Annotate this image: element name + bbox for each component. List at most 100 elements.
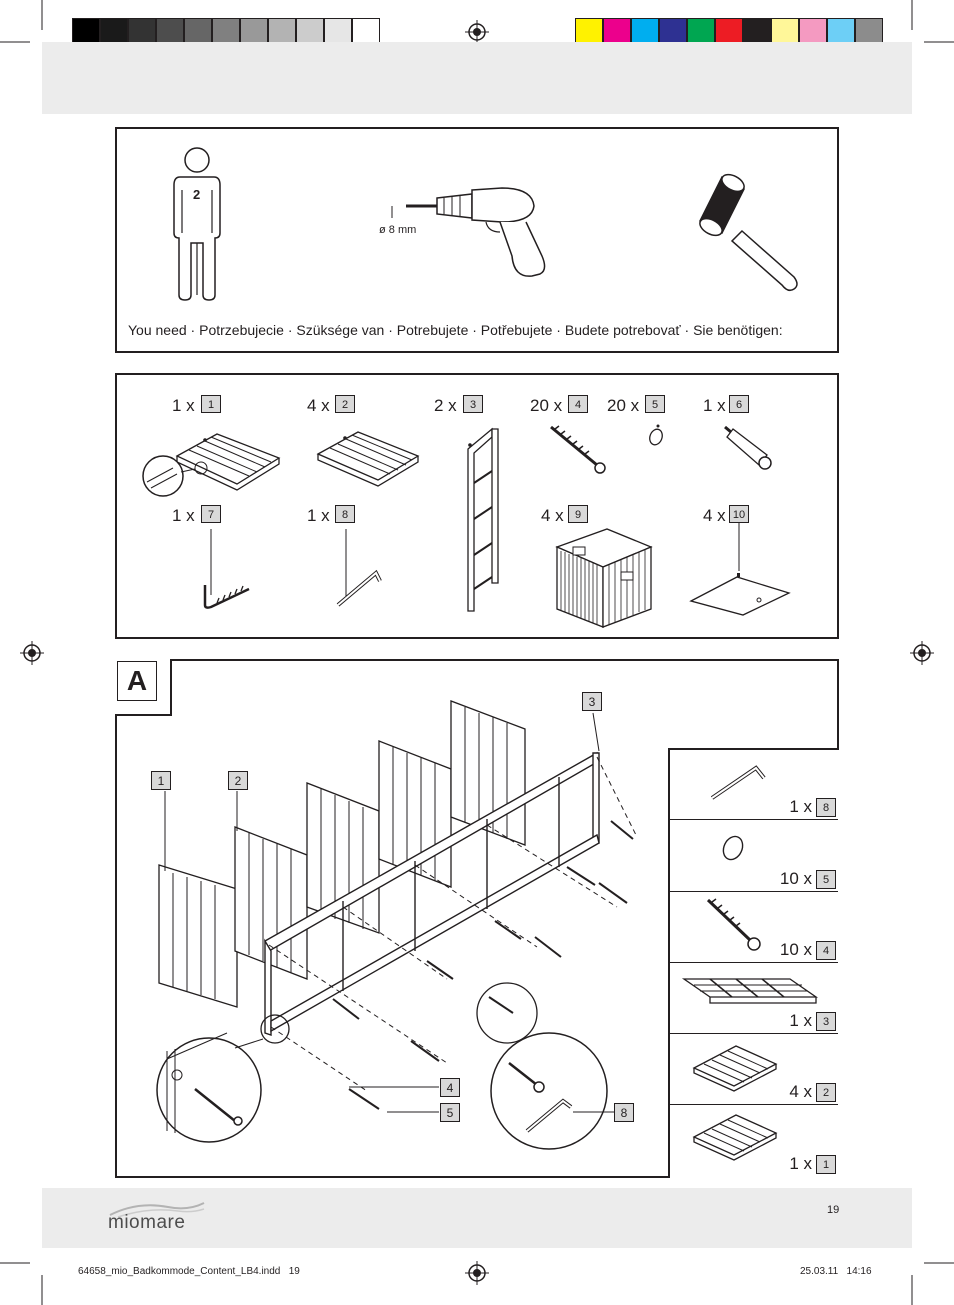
- list-qty: 1 x: [789, 1154, 812, 1173]
- list-part-number: 5: [816, 870, 836, 889]
- part-5-number: 5: [645, 395, 665, 413]
- drill-icon: [391, 187, 546, 277]
- date-time: 25.03.11 14:16: [800, 1266, 872, 1277]
- drill-bit-label: ø 8 mm: [379, 224, 417, 236]
- file-info: 64658_mio_Badkommode_Content_LB4.indd 19: [78, 1266, 300, 1277]
- part-1-number: 1: [201, 395, 221, 413]
- part-6-number: 6: [729, 395, 749, 413]
- step-letter-badge: [115, 659, 172, 716]
- screw-cap-icon: [722, 835, 744, 861]
- hook-screw-part-icon: [203, 529, 250, 609]
- part-8-qty: 1 x: [307, 506, 330, 525]
- footer-band: [42, 1188, 912, 1248]
- part-1-qty: 1 x: [172, 396, 195, 415]
- callout-2: 2: [228, 771, 248, 790]
- list-item-side-frame: 1 x 3: [668, 963, 838, 1034]
- part-8-number: 8: [335, 505, 355, 523]
- side-frame-icon: [681, 978, 819, 1004]
- allen-key-part-icon: [336, 529, 382, 607]
- registration-mark-top-icon: [465, 20, 489, 44]
- callout-8: 8: [614, 1103, 634, 1122]
- part-10-qty: 4 x: [703, 506, 726, 525]
- step-a-panel: A 1 2 3 4 5 8: [115, 659, 839, 1178]
- part-2-qty: 4 x: [307, 396, 330, 415]
- registration-mark-right-icon: [910, 641, 934, 665]
- list-qty: 4 x: [789, 1082, 812, 1101]
- registration-mark-left-icon: [20, 641, 44, 665]
- storage-basket-part-icon: [555, 528, 653, 628]
- part-10-number: 10: [729, 505, 749, 523]
- color-swatch: [184, 18, 212, 46]
- color-swatch: [240, 18, 268, 46]
- color-swatch: [324, 18, 352, 46]
- list-item-screw-cap: 10 x 5: [668, 820, 838, 892]
- page-number: 19: [827, 1204, 840, 1216]
- list-qty: 1 x: [789, 1011, 812, 1030]
- list-part-number: 2: [816, 1083, 836, 1102]
- tools-panel: 2 ø 8 mm You need · Potrzebujecie · Szük…: [115, 127, 839, 353]
- part-9-qty: 4 x: [541, 506, 564, 525]
- color-swatch: [687, 18, 715, 46]
- hammer-icon: [699, 173, 798, 292]
- part-3-qty: 2 x: [434, 396, 457, 415]
- list-qty: 10 x: [779, 869, 812, 888]
- bottom-shelf-icon: [692, 1114, 778, 1161]
- cover-plate-part-icon: [689, 523, 791, 616]
- color-swatch: [855, 18, 883, 46]
- part-2-number: 2: [335, 395, 355, 413]
- color-swatch: [799, 18, 827, 46]
- screw-part-icon: [550, 425, 606, 474]
- callout-5: 5: [440, 1103, 460, 1122]
- part-9-number: 9: [568, 505, 588, 523]
- list-qty: 10 x: [779, 940, 812, 959]
- step-letter-box: [117, 661, 157, 701]
- color-swatch: [72, 18, 100, 46]
- list-part-number: 4: [816, 941, 836, 960]
- part-4-qty: 20 x: [530, 396, 563, 415]
- list-part-number: 1: [816, 1155, 836, 1174]
- color-swatch: [100, 18, 128, 46]
- person-count: 2: [193, 187, 201, 202]
- side-frame-part-icon: [467, 427, 499, 612]
- you-need-text: You need · Potrzebujecie · Szüksége van …: [128, 322, 783, 338]
- shelf-part-icon: [316, 431, 420, 487]
- list-part-number: 8: [816, 798, 836, 817]
- brand-logo: miomare: [108, 1212, 186, 1233]
- callout-4: 4: [440, 1078, 460, 1097]
- miomare-logo-icon: [109, 1202, 205, 1218]
- list-item-screw: 10 x 4: [668, 892, 838, 963]
- callout-3: 3: [582, 692, 602, 711]
- callout-1: 1: [151, 771, 171, 790]
- step-letter: A: [126, 665, 148, 696]
- color-swatch: [743, 18, 771, 46]
- header-band: [42, 42, 912, 114]
- color-swatch: [771, 18, 799, 46]
- person-icon: [173, 147, 221, 301]
- registration-mark-bottom-icon: [465, 1261, 489, 1285]
- color-swatch: [128, 18, 156, 46]
- list-qty: 1 x: [789, 797, 812, 816]
- part-3-number: 3: [463, 395, 483, 413]
- assembly-drawing: [156, 700, 638, 1150]
- screw-icon: [706, 898, 761, 951]
- parts-panel: 1 x 1 4 x 2 2 x 3 20 x 4 20 x 5 1 x 6 1 …: [115, 373, 839, 639]
- color-swatch: [715, 18, 743, 46]
- color-swatch: [659, 18, 687, 46]
- part-7-number: 7: [201, 505, 221, 523]
- color-swatch: [352, 18, 380, 46]
- shelf-icon: [692, 1045, 778, 1092]
- part-5-qty: 20 x: [607, 396, 640, 415]
- list-item-allen-key: 1 x 8: [668, 748, 838, 820]
- color-swatch: [575, 18, 603, 46]
- shelf-bottom-part-icon: [142, 433, 281, 497]
- part-4-number: 4: [568, 395, 588, 413]
- screw-cap-part-icon: [649, 424, 663, 446]
- color-swatch: [268, 18, 296, 46]
- part-6-qty: 1 x: [703, 396, 726, 415]
- wall-anchor-part-icon: [724, 425, 772, 470]
- list-item-bottom-shelf: 1 x 1: [668, 1105, 838, 1176]
- list-item-shelf: 4 x 2: [668, 1034, 838, 1105]
- allen-key-icon: [710, 765, 766, 800]
- color-swatch: [296, 18, 324, 46]
